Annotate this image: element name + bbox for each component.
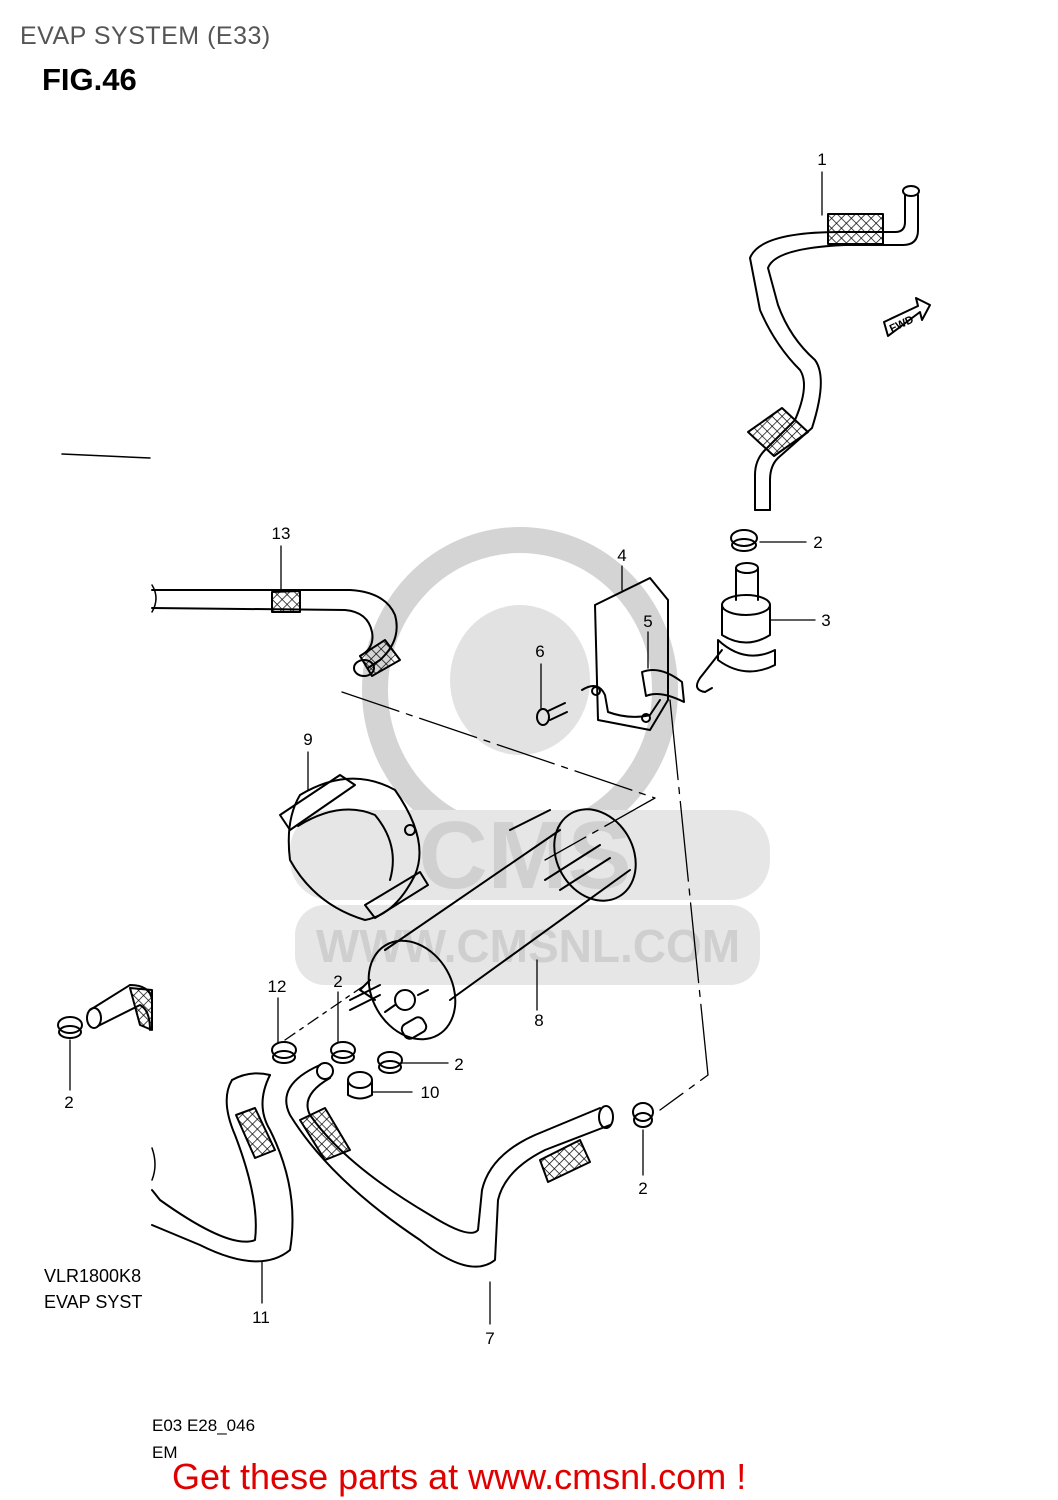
callout-2-right: 2	[638, 1179, 648, 1198]
hose-7	[285, 1062, 614, 1268]
callout-10: 10	[420, 1083, 440, 1102]
canister-holder-9	[279, 774, 429, 921]
callout-2-top: 2	[813, 533, 823, 552]
leader-4-2	[659, 699, 709, 1111]
clamp-12	[271, 1041, 297, 1064]
screw-6	[536, 702, 568, 726]
stray-line	[61, 453, 151, 459]
clamp-2-top	[730, 529, 758, 552]
watermark-logo: CMS	[418, 802, 631, 909]
callout-9: 9	[303, 730, 313, 749]
bracket-4	[581, 577, 669, 731]
fwd-label: FWD	[888, 314, 916, 335]
callout-2-left: 2	[64, 1093, 74, 1112]
callout-8: 8	[534, 1011, 544, 1030]
valve-3	[695, 562, 776, 693]
callout-1: 1	[817, 150, 827, 169]
leader-13-8	[341, 691, 656, 861]
callout-2-mid-a: 2	[333, 972, 343, 991]
fwd-arrow-icon: FWD	[883, 297, 931, 337]
callout-13: 13	[271, 524, 291, 543]
callout-6: 6	[535, 642, 545, 661]
callout-2-mid-b: 2	[454, 1055, 464, 1074]
clamp-2-left	[57, 1016, 83, 1039]
figure-label: FIG.46	[42, 62, 137, 97]
callout-11: 11	[252, 1308, 270, 1327]
callout-7: 7	[485, 1329, 495, 1348]
canister-8	[349, 808, 637, 1041]
callout-leaders	[69, 171, 823, 1325]
cap-10	[347, 1071, 373, 1100]
callout-12: 12	[267, 977, 287, 996]
callout-3: 3	[821, 611, 831, 630]
footer-promo-link[interactable]: Get these parts at www.cmsnl.com !	[172, 1456, 747, 1497]
clip-5	[641, 669, 685, 703]
model-code: VLR1800K8	[44, 1266, 142, 1286]
clamp-2-mid-a	[330, 1041, 356, 1064]
leader-12	[284, 984, 366, 1041]
callout-4: 4	[617, 546, 627, 565]
reference-code: E03 E28_046	[152, 1416, 256, 1435]
hose-1	[747, 185, 920, 511]
hose-left-stub	[86, 984, 153, 1031]
callout-5: 5	[643, 612, 653, 631]
watermark-text: WWW.CMSNL.COM	[316, 920, 740, 972]
clamp-2-mid-b	[377, 1051, 403, 1074]
page-title: EVAP SYSTEM (E33)	[20, 22, 271, 50]
hose-13	[151, 584, 401, 677]
hose-11	[151, 1072, 294, 1263]
model-description: EVAP SYST	[44, 1292, 143, 1312]
clamp-2-right	[632, 1102, 654, 1128]
reference-fragment: EM	[152, 1443, 178, 1462]
